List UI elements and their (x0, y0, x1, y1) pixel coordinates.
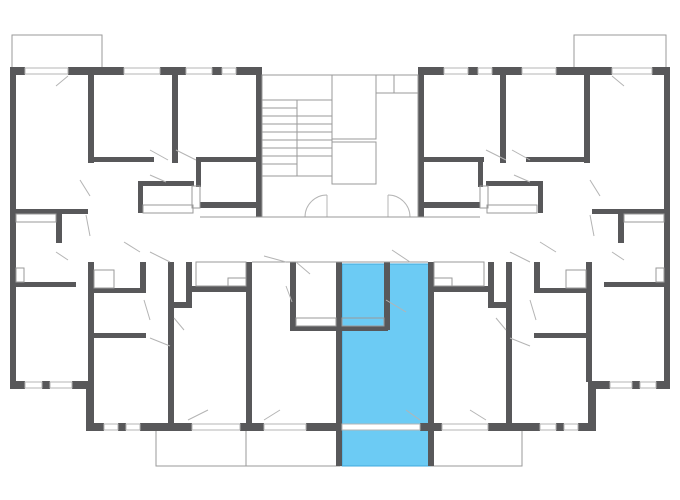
stair-core (261, 74, 419, 218)
core-door-left (304, 194, 328, 218)
balcony-north-east (573, 34, 667, 72)
west-wing-partitions (16, 75, 256, 423)
elevator-shaft-upper (331, 74, 377, 140)
bathrooms (15, 185, 665, 327)
corridor (200, 216, 480, 263)
balcony-north-west (11, 34, 103, 72)
doors (55, 75, 625, 421)
balcony-south-left (155, 429, 247, 467)
windows (24, 67, 657, 431)
east-wing-partitions (424, 75, 664, 423)
balcony-south-mid (245, 429, 341, 467)
core-door-right (387, 194, 411, 218)
center-partitions (290, 262, 434, 466)
elevator-shaft-lower (331, 141, 377, 185)
balcony-south-right (429, 429, 523, 467)
exterior-walls (10, 67, 670, 431)
stair-steps (262, 107, 332, 165)
